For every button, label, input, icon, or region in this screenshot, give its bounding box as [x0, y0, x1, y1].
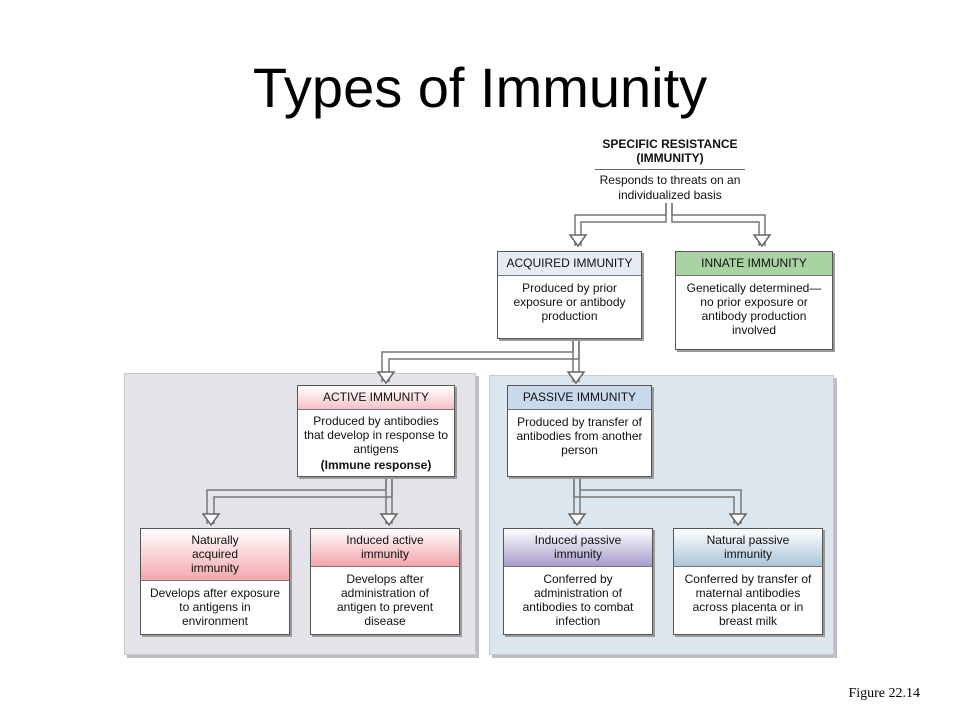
passive-immunity-node: PASSIVE IMMUNITY Produced by transfer of… [507, 385, 652, 477]
specific-resistance-heading: SPECIFIC RESISTANCE (IMMUNITY) [602, 137, 738, 165]
acquired-immunity-node: ACQUIRED IMMUNITY Produced by prior expo… [497, 251, 642, 339]
natural-passive-description: Conferred by transfer of maternal antibo… [684, 572, 812, 628]
natural-passive-heading: Natural passive immunity [674, 529, 822, 567]
induced-active-heading: Induced active immunity [311, 529, 459, 567]
specific-resistance-description: Responds to threats on an individualized… [599, 173, 741, 202]
acquired-immunity-heading: ACQUIRED IMMUNITY [498, 252, 641, 276]
induced-active-description: Develops after administration of antigen… [336, 572, 434, 628]
naturally-acquired-node: Naturally acquired immunity Develops aft… [140, 528, 290, 635]
passive-immunity-description: Produced by transfer of antibodies from … [516, 415, 643, 457]
natural-passive-node: Natural passive immunity Conferred by tr… [673, 528, 823, 635]
innate-immunity-heading: INNATE IMMUNITY [676, 252, 832, 276]
naturally-acquired-heading: Naturally acquired immunity [141, 529, 289, 581]
slide-title: Types of Immunity [252, 56, 708, 119]
innate-immunity-node: INNATE IMMUNITY Genetically determined— … [675, 251, 833, 350]
immune-response-note: (Immune response) [320, 458, 432, 472]
innate-immunity-description: Genetically determined— no prior exposur… [686, 281, 822, 337]
induced-passive-description: Conferred by administration of antibodie… [522, 572, 634, 628]
active-immunity-node: ACTIVE IMMUNITY Produced by antibodies t… [297, 385, 455, 477]
active-immunity-description: Produced by antibodies that develop in r… [303, 414, 449, 456]
induced-passive-node: Induced passive immunity Conferred by ad… [503, 528, 653, 635]
arrow-root-split [574, 203, 667, 246]
figure-label: Figure 22.14 [848, 686, 920, 701]
heading-rule [595, 169, 745, 170]
passive-immunity-heading: PASSIVE IMMUNITY [508, 386, 651, 410]
acquired-immunity-description: Produced by prior exposure or antibody p… [513, 281, 626, 323]
induced-active-node: Induced active immunity Develops after a… [310, 528, 460, 635]
induced-passive-heading: Induced passive immunity [504, 529, 652, 567]
specific-resistance-node: SPECIFIC RESISTANCE (IMMUNITY) Responds … [580, 137, 760, 203]
active-immunity-heading: ACTIVE IMMUNITY [298, 386, 454, 410]
naturally-acquired-description: Develops after exposure to antigens in e… [149, 586, 281, 628]
